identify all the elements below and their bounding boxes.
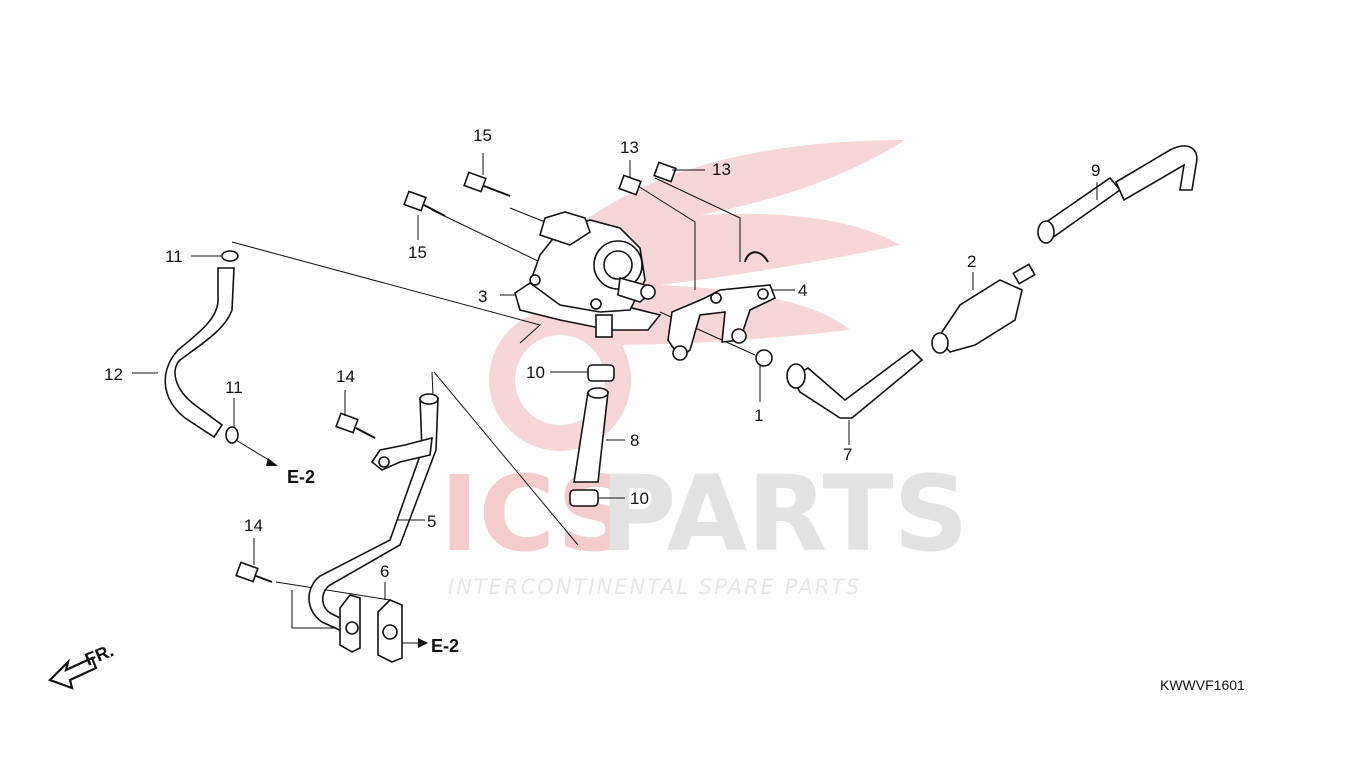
diagram-code: KWWVF1601 [1160, 677, 1245, 693]
callout-2: 2 [967, 252, 976, 271]
air-valve-assembly [514, 211, 662, 338]
watermark-tagline: INTERCONTINENTAL SPARE PARTS [448, 575, 861, 599]
hose-8 [573, 387, 609, 483]
hose-9 [1037, 145, 1198, 244]
callout-8: 8 [630, 431, 639, 450]
callout-14-upper: 14 [336, 367, 355, 386]
filter-2 [931, 263, 1036, 354]
front-label: FR. [82, 640, 116, 669]
watermark-brand-left: ICS [440, 453, 632, 575]
callout-13-left: 13 [620, 138, 639, 157]
bolt-15-upper [463, 171, 511, 197]
bolt-15-lower [403, 190, 446, 217]
callout-15-lower: 15 [408, 243, 427, 262]
callout-13-right: 13 [712, 160, 731, 179]
callout-14-lower: 14 [244, 516, 263, 535]
front-arrow: FR. [48, 640, 116, 690]
bracket-4 [667, 251, 777, 361]
pipe-5 [308, 393, 439, 634]
gasket-6 [339, 594, 403, 663]
hose-12 [164, 267, 235, 439]
clip-11-lower [225, 426, 239, 444]
bolt-13-left [618, 174, 642, 196]
reference-e2-lower: E-2 [431, 636, 459, 656]
hose-7 [786, 348, 924, 419]
callout-11-upper: 11 [165, 247, 183, 266]
clamp-10-upper [587, 364, 615, 382]
callout-10-upper: 10 [526, 363, 545, 382]
reference-e2-upper: E-2 [287, 467, 315, 487]
callout-10-lower: 10 [630, 489, 649, 508]
callout-9: 9 [1091, 161, 1100, 180]
bolt-13-right [653, 161, 677, 183]
callout-11-lower: 11 [225, 378, 243, 397]
callout-3: 3 [478, 287, 487, 306]
watermark-brand-right: PARTS [600, 453, 968, 575]
clamp-10-lower [569, 489, 599, 507]
callout-5: 5 [427, 512, 436, 531]
callout-1: 1 [754, 406, 763, 425]
callout-6: 6 [380, 562, 389, 581]
callout-7: 7 [843, 445, 852, 464]
callout-12: 12 [104, 365, 123, 384]
callout-4: 4 [798, 281, 807, 300]
clip-11-upper [221, 250, 239, 262]
clip-1 [755, 349, 773, 367]
bolt-14-lower [235, 561, 273, 583]
callout-labels: 15 15 3 13 13 4 1 7 9 2 10 8 10 11 11 12… [104, 126, 1100, 656]
bolt-14-upper [335, 412, 376, 439]
callout-leaders [132, 153, 1098, 648]
callout-15-upper: 15 [473, 126, 492, 145]
